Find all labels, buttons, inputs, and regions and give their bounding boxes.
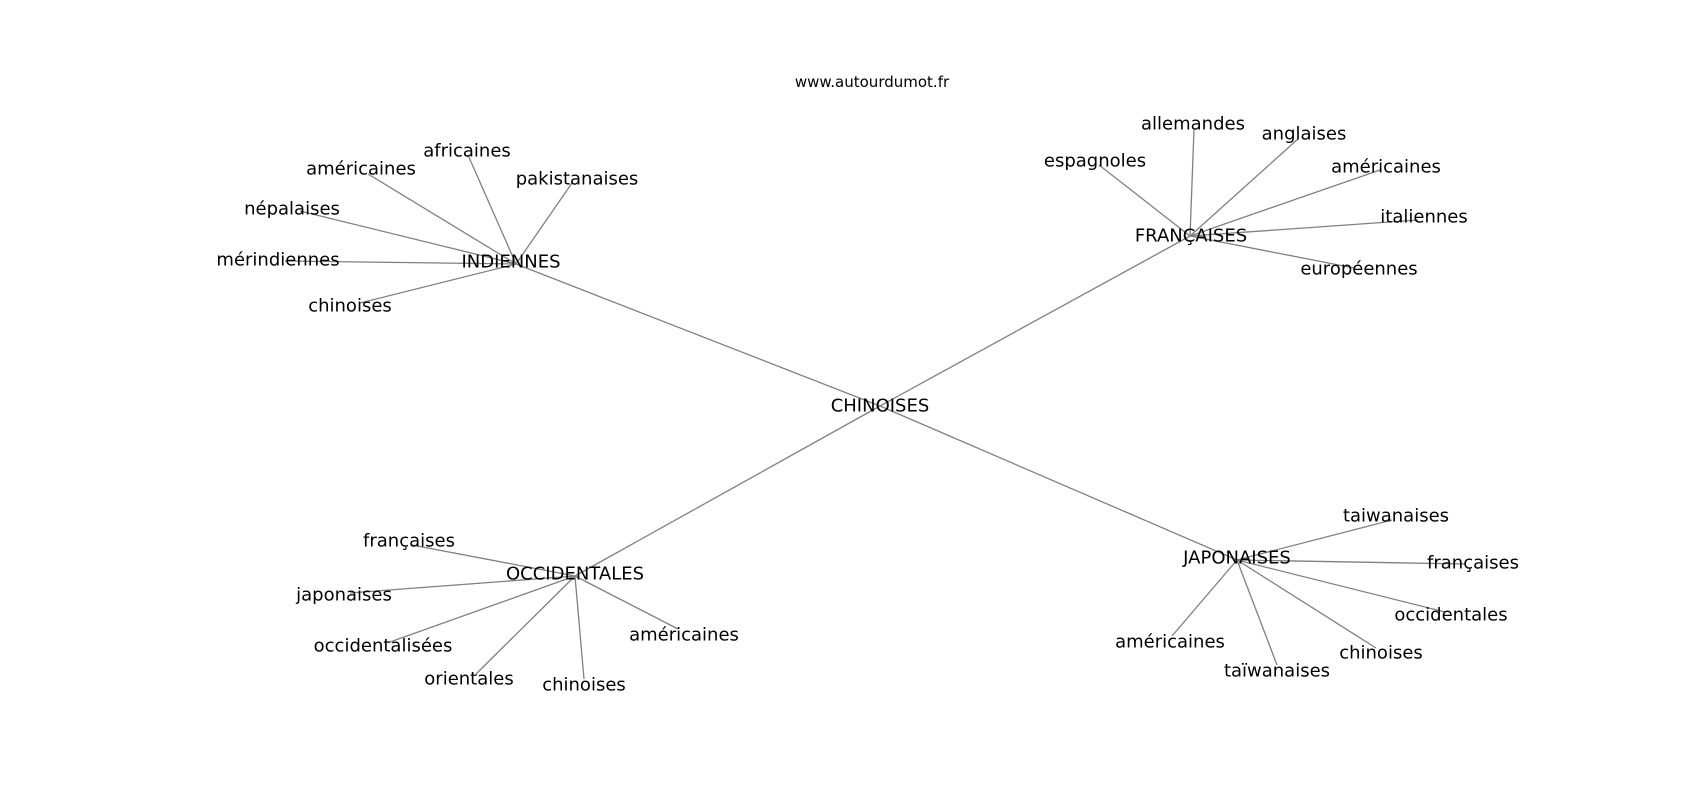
edge-francaises-europeennes: [1189, 235, 1355, 269]
leaf-node-indiennes-pakistanaises[interactable]: pakistanaises: [516, 169, 639, 190]
edge-japonaises-occidentales: [1236, 559, 1446, 613]
leaf-node-indiennes-africaines[interactable]: africaines: [423, 141, 511, 162]
hub-node-francaises[interactable]: FRANÇAISES: [1135, 226, 1247, 247]
leaf-node-occidentales-orientales[interactable]: orientales: [424, 669, 513, 690]
edge-indiennes-nepalaises: [299, 210, 517, 265]
edge-center-indiennes: [515, 263, 881, 407]
leaf-node-occidentales-americaines[interactable]: américaines: [629, 625, 739, 646]
leaf-node-francaises-anglaises[interactable]: anglaises: [1262, 124, 1347, 145]
leaf-node-francaises-americaines[interactable]: américaines: [1331, 157, 1441, 178]
edge-japonaises-taiwanaises: [1236, 519, 1393, 561]
edge-occidentales-americaines: [574, 575, 679, 630]
edge-francaises-americaines: [1189, 169, 1381, 237]
leaf-node-japonaises-francaises[interactable]: françaises: [1427, 553, 1519, 574]
leaf-node-indiennes-nepalaises[interactable]: népalaises: [244, 199, 340, 220]
edge-francaises-espagnoles: [1098, 164, 1191, 237]
leaf-node-indiennes-merindiennes[interactable]: mérindiennes: [216, 250, 339, 271]
edge-occidentales-occidentalisees: [389, 575, 576, 643]
leaf-node-occidentales-japonaises[interactable]: japonaises: [295, 585, 392, 606]
leaf-node-francaises-italiennes[interactable]: italiennes: [1380, 207, 1467, 228]
leaf-node-japonaises-chinoises[interactable]: chinoises: [1339, 643, 1423, 664]
edge-occidentales-francaises: [411, 544, 576, 577]
hub-node-indiennes[interactable]: INDIENNES: [461, 252, 560, 273]
edge-occidentales-japonaises: [349, 575, 576, 594]
leaf-node-francaises-europeennes[interactable]: européennes: [1300, 259, 1417, 280]
edge-japonaises-americaines: [1171, 559, 1238, 637]
leaf-node-japonaises-occidentales[interactable]: occidentales: [1394, 605, 1507, 626]
edge-japonaises-chinoises: [1236, 559, 1377, 649]
edge-indiennes-americaines: [367, 173, 517, 265]
center-node-chinoises[interactable]: CHINOISES: [831, 396, 930, 417]
edge-indiennes-pakistanaises: [515, 182, 573, 265]
hub-node-japonaises[interactable]: JAPONAISES: [1182, 548, 1291, 569]
edge-center-occidentales: [574, 405, 881, 577]
edge-center-francaises: [879, 235, 1191, 407]
edge-francaises-anglaises: [1189, 138, 1299, 237]
leaf-node-japonaises-americaines[interactable]: américaines: [1115, 632, 1225, 653]
edge-japonaises-taiwanaises: [1236, 559, 1278, 666]
edge-center-japonaises: [879, 405, 1238, 561]
leaf-node-indiennes-chinoises[interactable]: chinoises: [308, 296, 392, 317]
leaf-node-indiennes-americaines[interactable]: américaines: [306, 159, 416, 180]
graph-labels: www.autourdumot.fr CHINOISES INDIENNES af…: [216, 73, 1519, 696]
leaf-node-occidentales-francaises[interactable]: françaises: [363, 531, 455, 552]
edge-occidentales-chinoises: [574, 575, 585, 680]
site-url-label[interactable]: www.autourdumot.fr: [795, 73, 950, 91]
edge-francaises-allemandes: [1189, 129, 1195, 237]
leaf-node-francaises-espagnoles[interactable]: espagnoles: [1044, 151, 1146, 172]
edge-indiennes-africaines: [467, 154, 517, 265]
leaf-node-japonaises-taiwanaises[interactable]: taiwanaises: [1343, 506, 1449, 527]
edge-indiennes-merindiennes: [284, 260, 517, 265]
edge-japonaises-francaises: [1236, 559, 1467, 565]
leaf-node-occidentales-occidentalisees[interactable]: occidentalisées: [314, 636, 453, 657]
edge-indiennes-chinoises: [359, 263, 517, 304]
edge-occidentales-orientales: [475, 575, 576, 675]
edge-francaises-italiennes: [1189, 219, 1419, 237]
hub-node-occidentales[interactable]: OCCIDENTALES: [506, 564, 644, 585]
graph-edges: [284, 129, 1467, 680]
leaf-node-occidentales-chinoises[interactable]: chinoises: [542, 675, 626, 696]
leaf-node-francaises-allemandes[interactable]: allemandes: [1141, 114, 1245, 135]
leaf-node-japonaises-taiwanaises[interactable]: taïwanaises: [1224, 661, 1330, 682]
